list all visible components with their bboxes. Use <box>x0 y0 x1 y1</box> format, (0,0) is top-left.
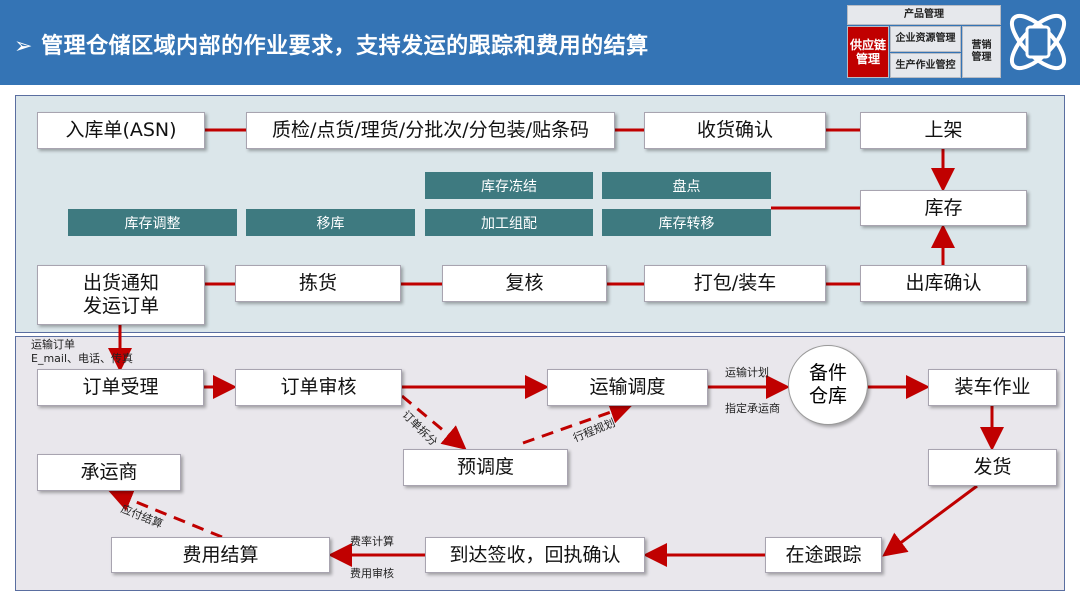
assign-label: 指定承运商 <box>725 402 780 415</box>
marketing-block: 营销 管理 <box>962 26 1001 78</box>
inbound-asn-box: 入库单(ASN) <box>37 112 205 149</box>
stock-box: 库存 <box>860 190 1027 226</box>
tracking-box: 在途跟踪 <box>765 537 882 573</box>
stock-adjust-op: 库存调整 <box>68 209 237 236</box>
settlement-box: 费用结算 <box>111 537 330 573</box>
ship-box: 发货 <box>928 449 1057 486</box>
predispatch-box: 预调度 <box>403 449 568 486</box>
pick-box: 拣货 <box>235 265 401 302</box>
stock-transfer-op: 库存转移 <box>602 209 771 236</box>
parts-warehouse-circle: 备件 仓库 <box>788 345 868 425</box>
inventory-count-op: 盘点 <box>602 172 771 199</box>
plan-label: 运输计划 <box>725 366 769 379</box>
order-review-box: 订单审核 <box>235 369 402 406</box>
receive-confirm-box: 收货确认 <box>644 112 826 149</box>
order-source-note: 运输订单 E_mail、电话、传真 <box>31 338 134 366</box>
order-accept-box: 订单受理 <box>37 369 204 406</box>
carrier-box: 承运商 <box>37 454 181 491</box>
rate-label: 费率计算 <box>350 535 394 548</box>
dispatch-box: 运输调度 <box>547 369 708 406</box>
loading-box: 装车作业 <box>928 369 1057 406</box>
relocate-op: 移库 <box>246 209 415 236</box>
scm-block: 供应链 管理 <box>847 26 889 78</box>
recheck-box: 复核 <box>442 265 607 302</box>
page-title: ➢ 管理仓储区域内部的作业要求，支持发运的跟踪和费用的结算 <box>14 34 649 59</box>
arrival-confirm-box: 到达签收，回执确认 <box>425 537 645 573</box>
qc-box: 质检/点货/理货/分批次/分包装/贴条码 <box>246 112 615 149</box>
header-bar: ➢ 管理仓储区域内部的作业要求，支持发运的跟踪和费用的结算 产品管理 供应链 管… <box>0 0 1080 85</box>
product-management: 产品管理 <box>847 5 1001 25</box>
shelve-box: 上架 <box>860 112 1027 149</box>
processing-op: 加工组配 <box>425 209 593 236</box>
mes-block: 生产作业管控 <box>890 53 961 78</box>
stock-freeze-op: 库存冻结 <box>425 172 593 199</box>
pack-load-box: 打包/装车 <box>644 265 826 302</box>
tablet-orbit-icon <box>1010 13 1066 70</box>
outbound-confirm-box: 出库确认 <box>860 265 1027 302</box>
audit-label: 费用审核 <box>350 567 394 580</box>
ship-notice-box: 出货通知 发运订单 <box>37 265 205 325</box>
erp-block: 企业资源管理 <box>890 26 961 52</box>
